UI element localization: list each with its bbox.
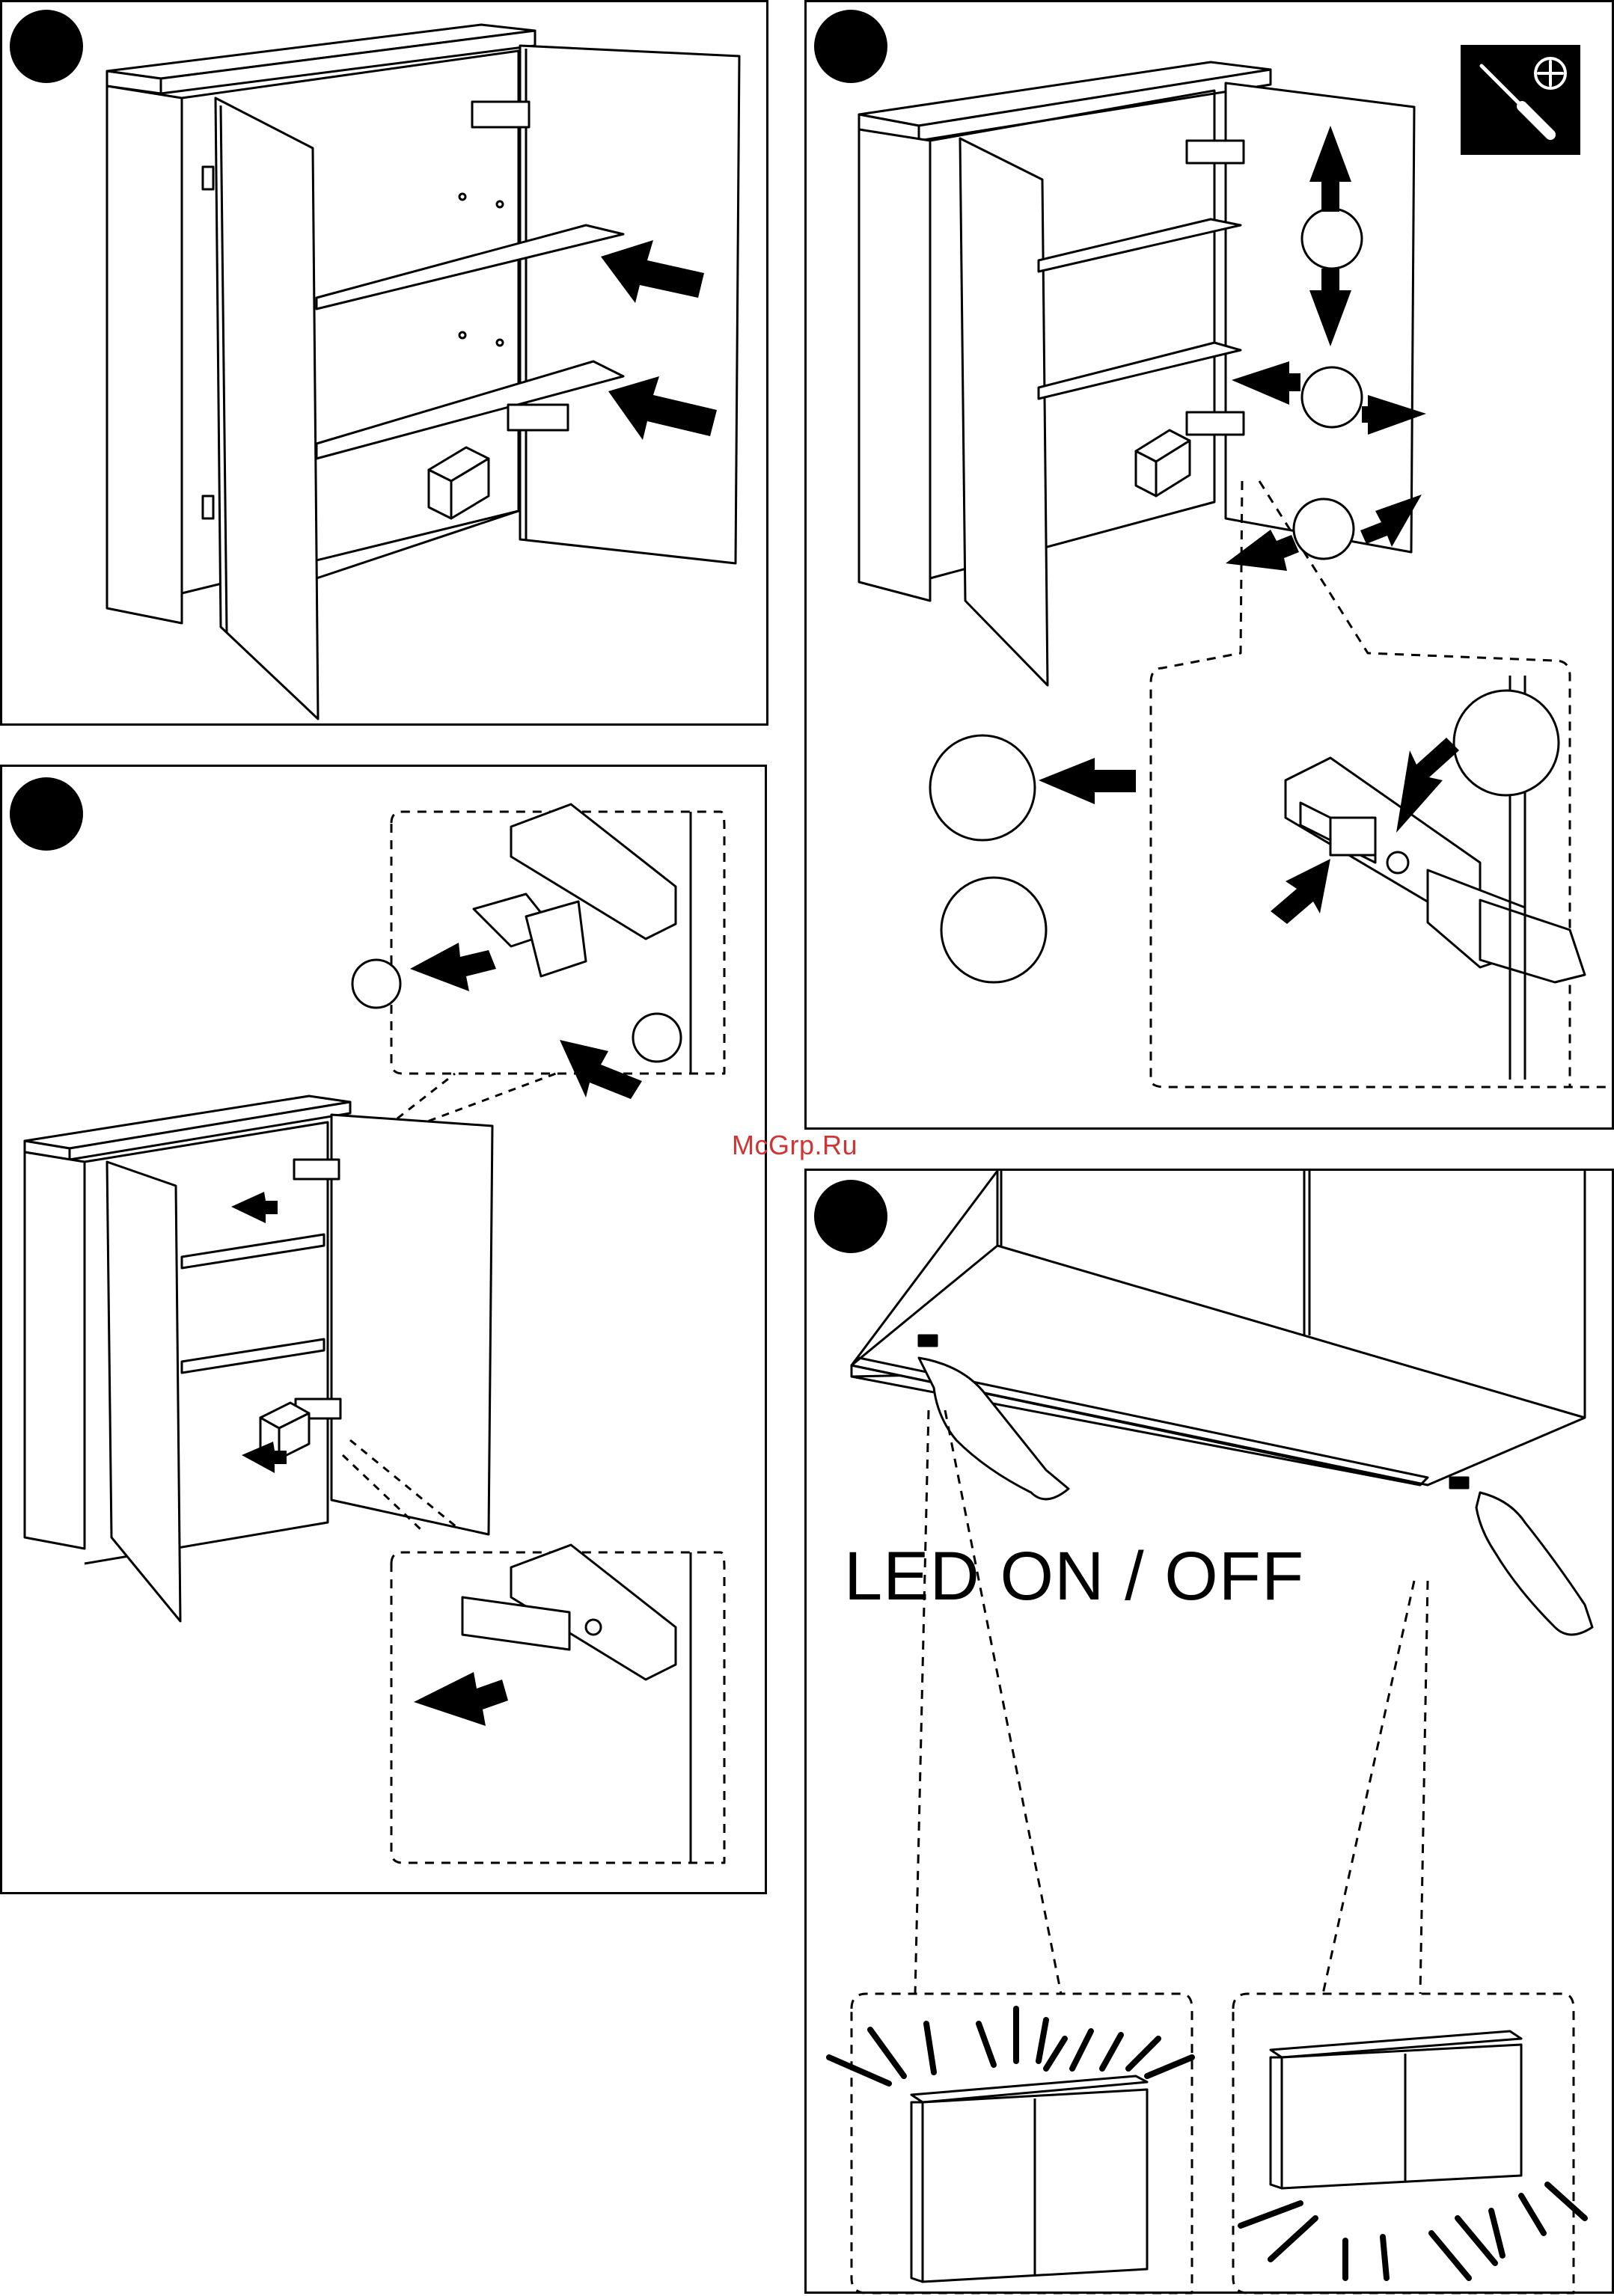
panel-step-hinge-adjust <box>804 0 1614 1130</box>
hinge-adjust-illustration <box>807 2 1614 1132</box>
panel-step-hinge-covers <box>0 765 767 1894</box>
led-on-off-label: LED ON / OFF <box>844 1537 1304 1616</box>
panel-step-led-switch: LED ON / OFF <box>804 1169 1614 2294</box>
cabinet-shelves-illustration <box>2 2 771 728</box>
hinge-cover-illustration <box>2 767 769 1897</box>
hand-press-icon <box>1476 1493 1592 1635</box>
watermark-text: McGrp.Ru <box>732 1130 858 1161</box>
led-switch-illustration <box>807 1171 1614 2296</box>
panel-step-shelves <box>0 0 768 726</box>
